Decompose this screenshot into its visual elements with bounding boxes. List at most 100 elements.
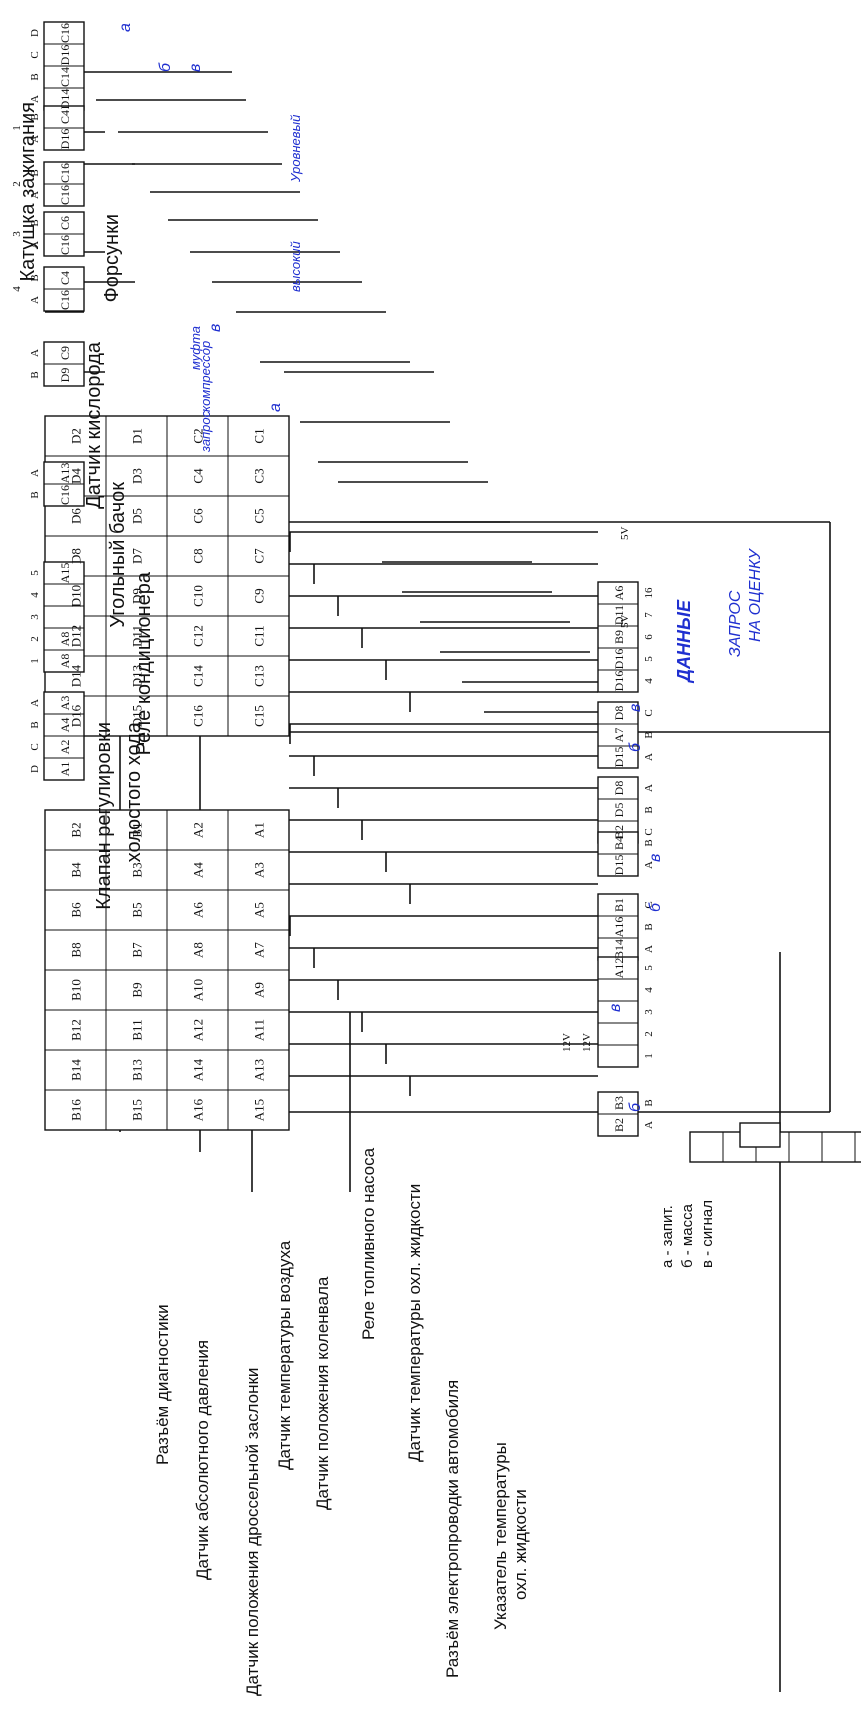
ecu-b-pin-label: B10 [69,979,84,1001]
ecu-d-pin-label: D5 [130,508,145,524]
bottom-connector-cell: C16 [58,290,72,310]
top-connector-cell: B1 [612,898,626,912]
bottom-connector-cell: A1 [58,762,72,777]
top-connector-pin: A [643,945,655,953]
ecu-b-pin-label: B13 [130,1059,145,1081]
ecu-d-pin-label: D1 [130,428,145,444]
top-connector-pin: 3 [643,1009,655,1015]
bottom-connector-pin: 3 [29,614,41,620]
bottom-connector-pin: B [29,113,41,120]
top-connector-pin: A [643,861,655,869]
legend-item: в - сигнал [699,1200,716,1268]
handwritten-v-2: в [207,324,224,332]
ecu-d-pin-label: C3 [252,468,267,483]
handwritten-data: ДАННЫЕ [674,599,694,684]
handwritten-request2: запрос [198,410,213,453]
ecu-b-pin-label: A11 [252,1019,267,1041]
bottom-connector-pin: A [29,296,41,304]
top-connector-pin: 2 [643,1031,655,1037]
top-connector-pin: 4 [643,987,655,993]
top-connector-pin: B [643,731,655,738]
ecu-d-pin-label: D6 [69,508,84,524]
diagram-content: D16D14D12D10D8D6D4D2D15D13D11D9D7D5D3D1C… [11,21,861,1696]
top-connector-cell: B4 [612,836,626,850]
ecu-b-pin-label: B11 [130,1019,145,1040]
ecu-b-pin-label: B8 [69,942,84,957]
bottom-label: Форсунки [101,214,123,302]
top-connector-cell: D16 [612,671,626,692]
bottom-connector-cell: A8 [58,632,72,647]
bottom-label: Реле кондиционера [133,571,155,755]
top-connector-cell: D15 [612,855,626,876]
ecu-b-pin-label: B5 [130,902,145,917]
handwritten-request: ЗАПРОС [727,590,744,657]
ecu-d-pin-label: C7 [252,548,267,564]
ecu-d-pin-label: C8 [191,548,206,563]
ecu-b-pin-label: B9 [130,982,145,997]
ecu-d-pin-label: C1 [252,428,267,443]
bottom-connector-cell: D16 [58,129,72,150]
top-label: Указатель температуры [491,1442,510,1630]
ecu-d-pin-label: D3 [130,468,145,484]
bottom-connector-cell: A3 [58,696,72,711]
top-connector-pin: 4 [643,678,655,684]
bottom-label: Датчик кислорода [83,341,105,509]
bottom-connector-pin: C [29,51,41,58]
texts: D16D14D12D10D8D6D4D2D15D13D11D9D7D5D3D1C… [11,23,764,1696]
top-label: Датчик температуры воздуха [275,1240,294,1470]
top-connector-cell: A7 [612,728,626,743]
ecu-d-pin-label: C5 [252,508,267,523]
bottom-connector-pin: B [29,169,41,176]
bottom-connector-8 [43,561,85,673]
ecu-b-pin-label: A16 [191,1098,206,1121]
bottom-connector-number: 4 [11,286,23,292]
top-connector-cell: D8 [612,706,626,721]
top-connector-pin: 5 [643,656,655,662]
ecu-b-pin-label: A10 [191,979,206,1001]
bottom-connector-pin: B [29,371,41,378]
bottom-connector-pin: 5 [29,570,41,576]
voltage-5v-1: 5V [619,527,631,541]
top-label: Разъём электропроводки автомобиля [443,1380,462,1678]
top-connector-6 [597,956,639,1068]
top-connector-cell: D15 [612,747,626,768]
top-label: Датчик положения коленвала [313,1276,332,1510]
ecu-d-pin-label: D10 [69,585,84,607]
handwritten-a-2: а [267,403,284,412]
top-connector-pin: 1 [643,1053,655,1059]
top-connector-pin: 6 [643,634,655,640]
ecu-d-pin-label: D14 [69,664,84,687]
bottom-connector-number: 3 [11,231,23,237]
ecu-b-pin-label: A13 [252,1059,267,1081]
top-connector-pin: 7 [643,612,655,618]
top-connector-cell: B3 [612,1096,626,1110]
ecu-b-pin-label: B1 [130,822,145,837]
bottom-connector-cell: C16 [58,485,72,505]
bottom-connector-cell: C9 [58,346,72,360]
bottom-connector-cell: C14 [58,67,72,87]
bottom-connector-pin: D [29,765,41,773]
ecu-d-pin-label: D12 [69,625,84,647]
top-connector-pin: 5 [643,965,655,971]
bottom-connector-pin: 1 [29,658,41,664]
ecu-d-pin-label: C12 [191,625,206,647]
bottom-connector-pin: A [29,349,41,357]
bottom-label: Клапан регулировки [93,722,115,910]
bottom-connector-cell: C4 [58,110,72,124]
ecu-b-pin-label: A15 [252,1099,267,1121]
bottom-connector-pin: A [29,241,41,249]
ecu-b-pin-label: A4 [191,862,206,878]
handwritten-b-3: б [647,902,664,912]
top-connector-cell: A6 [612,586,626,601]
top-connector-1 [597,581,639,693]
ecu-d-pin-label: C15 [252,705,267,727]
bottom-connector-pin: 4 [29,592,41,598]
ecu-b-pin-label: B16 [69,1099,84,1121]
top-connector-cell: B14 [612,939,626,959]
handwritten-b-4: б [627,1102,644,1112]
top-connector-cell: A16 [612,917,626,938]
ecu-d-pin-label: C6 [191,508,206,524]
top-label: Датчик абсолютного давления [193,1340,212,1580]
bottom-label: холостого хода [123,721,145,862]
